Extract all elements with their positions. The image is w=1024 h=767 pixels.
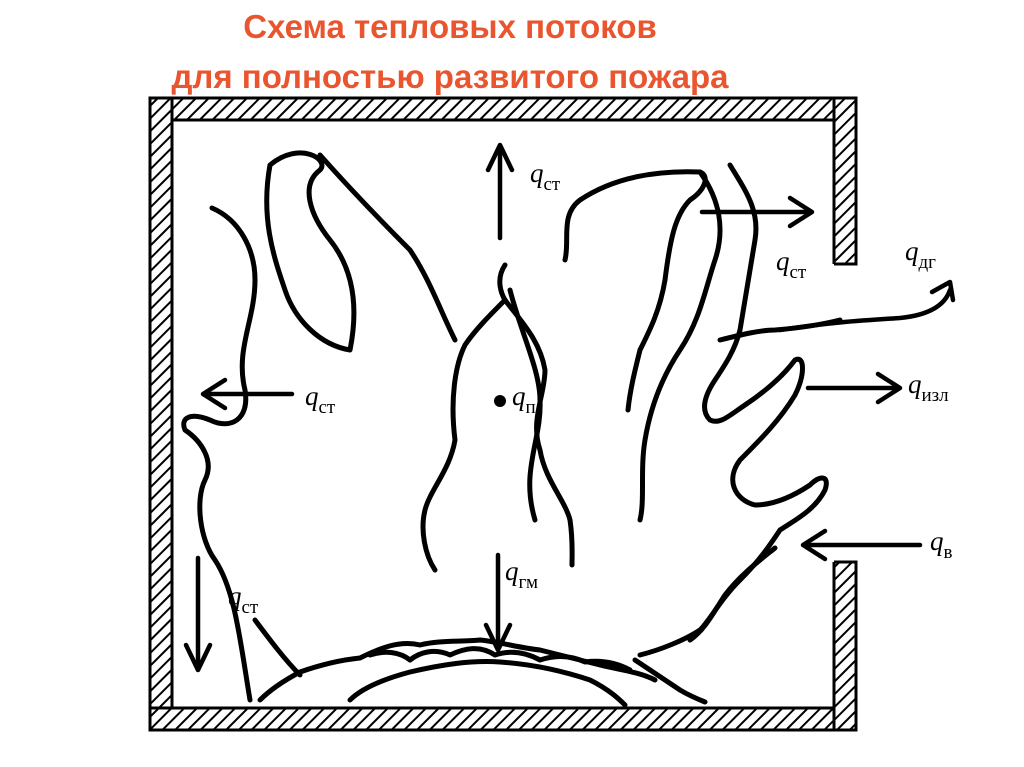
flame-tongue-left	[181, 205, 258, 703]
arrow-right-upper-wall	[699, 195, 815, 229]
title-line-2: для полностью развитого пожара	[171, 58, 729, 95]
label-radiation: qизл	[908, 369, 949, 406]
flame-central-plume-right	[502, 297, 575, 568]
heat-flow-arrows	[183, 142, 956, 678]
diagram-title: Схема тепловых потоков для полностью раз…	[0, 2, 900, 102]
title-line-1: Схема тепловых потоков	[243, 8, 657, 45]
flame-right-mid	[637, 169, 723, 523]
label-left-lower-wall: qст	[228, 581, 259, 618]
pointer-left-lower-wall	[252, 617, 303, 678]
flame-point-marker	[494, 395, 506, 407]
label-flame-point: qп	[512, 381, 536, 418]
flow-labels: qст qст qдг qизл qп qст qгм qст qв	[228, 158, 953, 618]
arrow-left-wall	[200, 377, 295, 411]
label-air-inflow: qв	[930, 526, 953, 563]
wall-top	[148, 96, 858, 122]
wall-right-upper	[832, 96, 858, 266]
label-top-wall: qст	[530, 158, 561, 195]
flame-base-right-tail	[632, 657, 708, 705]
flame-tongue-upper-left	[264, 150, 357, 353]
arrow-radiation	[805, 371, 903, 405]
label-smoke-gases: qдг	[905, 236, 936, 273]
wall-right-lower	[832, 560, 858, 732]
room-walls	[148, 96, 858, 732]
wall-bottom	[148, 706, 858, 732]
label-left-wall: qст	[305, 381, 336, 418]
flame-right-upper	[562, 169, 708, 413]
arrow-down-fuel-surface	[483, 552, 513, 653]
flame-fuel-surface	[367, 646, 633, 673]
flame-central-inner	[507, 287, 543, 523]
arrow-down-left-wall	[183, 555, 213, 673]
flame-tongue-left-inner	[317, 152, 458, 343]
flame-base-right	[347, 659, 628, 708]
arrow-up-ceiling	[485, 142, 515, 241]
label-fuel-surface: qгм	[505, 556, 538, 593]
flame-lower-right	[687, 545, 778, 643]
wall-left	[148, 96, 174, 732]
arrow-air-inflow	[800, 528, 923, 562]
label-right-upper-wall: qст	[776, 246, 807, 283]
arrow-smoke-gases	[777, 279, 956, 333]
